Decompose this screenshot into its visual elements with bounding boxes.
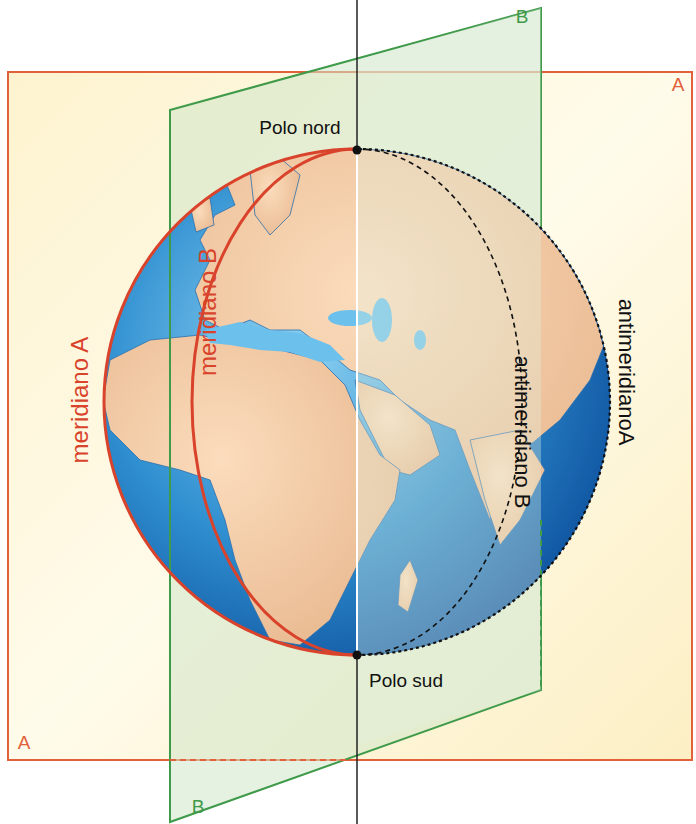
- pole-dot: [353, 651, 362, 660]
- antimeridian-label: antimeridianoA: [615, 299, 637, 446]
- plane-label: B: [516, 7, 529, 26]
- meridian-a: [104, 149, 357, 655]
- pole-label: Polo nord: [259, 118, 340, 137]
- meridian-label: meridiano B: [196, 248, 220, 376]
- plane-label: A: [18, 733, 31, 752]
- antimeridian-label: antimeridiano B: [511, 356, 533, 509]
- meridian-label: meridiano A: [68, 337, 92, 464]
- antimeridian-a: [357, 149, 610, 655]
- pole-dot: [353, 146, 362, 155]
- pole-label: Polo sud: [369, 671, 443, 690]
- plane-label: B: [192, 797, 205, 816]
- antimeridian-b: [357, 149, 522, 655]
- meridian-b: [192, 149, 357, 655]
- plane-label: A: [672, 75, 685, 94]
